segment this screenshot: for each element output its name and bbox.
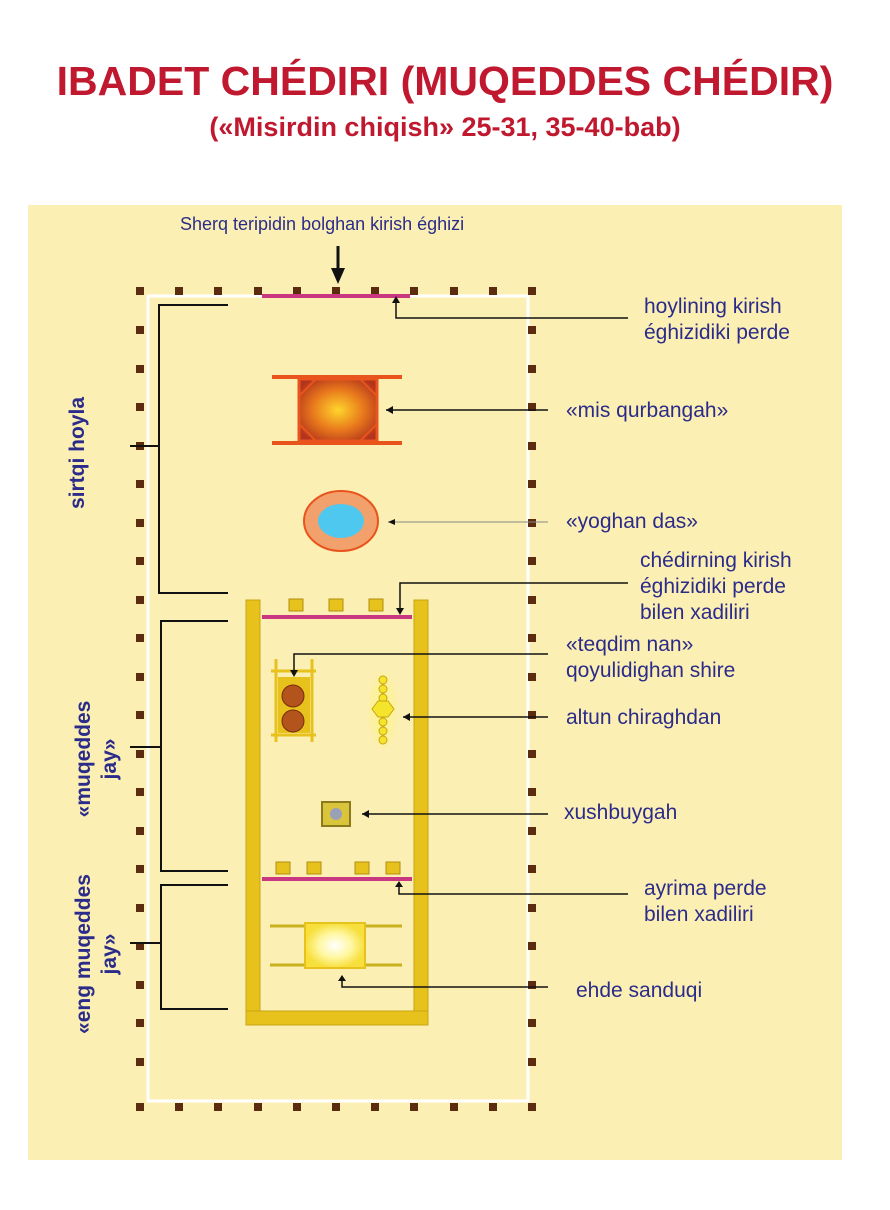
court-post <box>528 287 536 295</box>
holy-place-label: «muqeddes jay» <box>72 700 121 818</box>
court-post <box>136 711 144 719</box>
court-post <box>528 480 536 488</box>
incense-altar <box>321 801 351 827</box>
court-post <box>332 287 340 295</box>
court-post <box>136 326 144 334</box>
court-post <box>214 1103 222 1111</box>
court-post <box>528 865 536 873</box>
court-post <box>528 442 536 450</box>
veil-posts <box>275 861 401 875</box>
showbread-table-label: «teqdim nan» qoyulidighan shire <box>566 633 736 682</box>
entrance-label: Sherq teripidin bolghan kirish éghizi <box>180 214 465 234</box>
court-post <box>136 673 144 681</box>
bronze-altar <box>272 375 402 445</box>
ark-label: ehde sanduqi <box>576 979 703 1002</box>
bronze-altar-label: «mis qurbangah» <box>566 399 729 422</box>
court-post <box>136 942 144 950</box>
court-post <box>136 1058 144 1066</box>
court-post <box>371 1103 379 1111</box>
leader-lines <box>293 300 628 988</box>
court-post <box>254 1103 262 1111</box>
court-post <box>528 326 536 334</box>
outer-court-label: sirtqi hoyla <box>66 396 89 510</box>
court-post <box>528 596 536 604</box>
court-post <box>528 788 536 796</box>
court-post <box>136 557 144 565</box>
court-post <box>528 942 536 950</box>
court-post <box>450 287 458 295</box>
court-post <box>293 1103 301 1111</box>
court-post <box>489 1103 497 1111</box>
tent-door-curtain-label: chédirning kirish éghizidiki perde bilen… <box>640 549 792 624</box>
court-post <box>528 1058 536 1066</box>
ark <box>270 922 402 969</box>
court-post <box>136 865 144 873</box>
leader-arrowheads <box>290 296 410 981</box>
court-post <box>410 1103 418 1111</box>
court-post <box>136 981 144 989</box>
court-post <box>332 1103 340 1111</box>
court-post <box>528 673 536 681</box>
tent-door-posts <box>288 598 384 612</box>
court-post <box>450 1103 458 1111</box>
court-post <box>371 287 379 295</box>
section-brackets <box>130 304 228 1010</box>
court-post <box>528 634 536 642</box>
entrance-arrowhead <box>331 268 345 284</box>
court-post <box>136 596 144 604</box>
court-post <box>528 519 536 527</box>
laver <box>303 490 379 552</box>
court-post <box>136 403 144 411</box>
court-gate-curtain-label: hoylining kirish éghizidiki perde <box>644 295 790 344</box>
court-post <box>136 365 144 373</box>
lampstand-label: altun chiraghdan <box>566 706 722 729</box>
court-post <box>136 1103 144 1111</box>
court-post <box>528 1103 536 1111</box>
court-post <box>136 1019 144 1027</box>
court-post <box>410 287 418 295</box>
court-post <box>528 365 536 373</box>
veil-label: ayrima perde bilen xadiliri <box>644 877 767 926</box>
court-post <box>136 519 144 527</box>
court-post <box>214 287 222 295</box>
showbread-table <box>271 659 316 742</box>
lampstand <box>367 668 399 752</box>
court-post <box>136 750 144 758</box>
court-post <box>293 287 301 295</box>
court-post <box>528 750 536 758</box>
court-post <box>528 827 536 835</box>
court-post <box>528 557 536 565</box>
incense-altar-label: xushbuygah <box>564 801 678 824</box>
court-post <box>254 287 262 295</box>
most-holy-place-label: «eng muqeddes jay» <box>72 874 121 1034</box>
court-post <box>175 287 183 295</box>
laver-label: «yoghan das» <box>566 510 698 533</box>
court-post <box>136 634 144 642</box>
page-subtitle: («Misirdin chiqish» 25-31, 35-40-bab) <box>209 112 681 142</box>
court-post <box>136 287 144 295</box>
court-post <box>528 711 536 719</box>
court-post <box>136 827 144 835</box>
court-post <box>175 1103 183 1111</box>
page-title: IBADET CHÉDIRI (MUQEDDES CHÉDIR) <box>56 58 834 104</box>
court-post <box>136 788 144 796</box>
court-post <box>136 480 144 488</box>
court-post <box>528 981 536 989</box>
diagram-panel <box>28 205 842 1160</box>
tent-walls <box>245 599 429 1026</box>
court-post <box>528 403 536 411</box>
court-post <box>136 904 144 912</box>
court-post <box>528 904 536 912</box>
court-post <box>489 287 497 295</box>
court-post <box>528 1019 536 1027</box>
court-posts <box>136 287 536 1111</box>
